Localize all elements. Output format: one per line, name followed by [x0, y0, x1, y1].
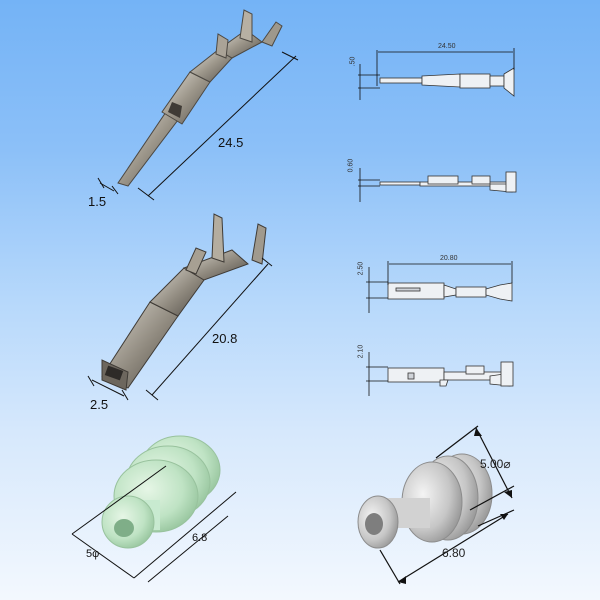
gray-seal-illustration	[357, 425, 515, 585]
male-top-drawing	[358, 48, 515, 100]
male-drawing-length-label: 24.50	[438, 43, 456, 50]
female-top-drawing	[366, 261, 513, 313]
female-terminal-drawing-side: 2.10	[340, 330, 540, 400]
green-seal-illustration	[71, 435, 237, 583]
male-terminal-drawing-side: 0.60	[340, 140, 540, 220]
male-photo-width-label: 1.5	[88, 194, 107, 209]
female-terminal-illustration	[87, 213, 273, 401]
dimension-lines	[379, 425, 515, 585]
dimension-lines	[87, 257, 273, 401]
male-side-drawing	[358, 168, 517, 202]
female-drawing-length-label: 20.80	[440, 255, 458, 262]
female-drawing-side-height-label: 2.10	[357, 344, 365, 359]
green-seal-diameter-label: 5φ	[86, 548, 100, 560]
male-drawing-side-height-label: 0.60	[347, 158, 355, 173]
dimension-lines	[366, 352, 388, 396]
gray-seal-diameter-label: 5.00⌀	[480, 457, 511, 471]
male-drawing-height-label: .50	[349, 56, 357, 67]
green-seal-length-label: 6.8	[192, 532, 208, 544]
female-side-drawing	[366, 352, 514, 396]
dimension-lines	[71, 465, 237, 583]
female-photo-width-label: 2.5	[90, 397, 109, 412]
female-terminal-photo: 20.8 2.5	[0, 200, 320, 412]
male-terminal-illustration	[97, 9, 299, 201]
male-terminal-drawing-top: 24.50 .50	[340, 30, 540, 110]
female-terminal-drawing-top: 20.80 2.50	[340, 245, 540, 315]
green-wire-seal-photo: 5φ 6.8	[0, 410, 320, 600]
gray-seal-length-label: 6.80	[442, 546, 466, 560]
dimension-lines	[358, 48, 515, 100]
dimension-lines	[97, 51, 299, 201]
dimension-lines	[366, 261, 513, 313]
dimension-lines	[358, 168, 380, 202]
female-photo-length-label: 20.8	[212, 331, 238, 346]
male-terminal-photo: 24.5 1.5	[0, 0, 320, 209]
female-drawing-height-label: 2.50	[357, 261, 365, 276]
gray-wire-seal-render: 5.00⌀ 6.80	[340, 410, 600, 600]
male-photo-length-label: 24.5	[218, 135, 244, 150]
dimension-arrowheads	[398, 428, 512, 584]
